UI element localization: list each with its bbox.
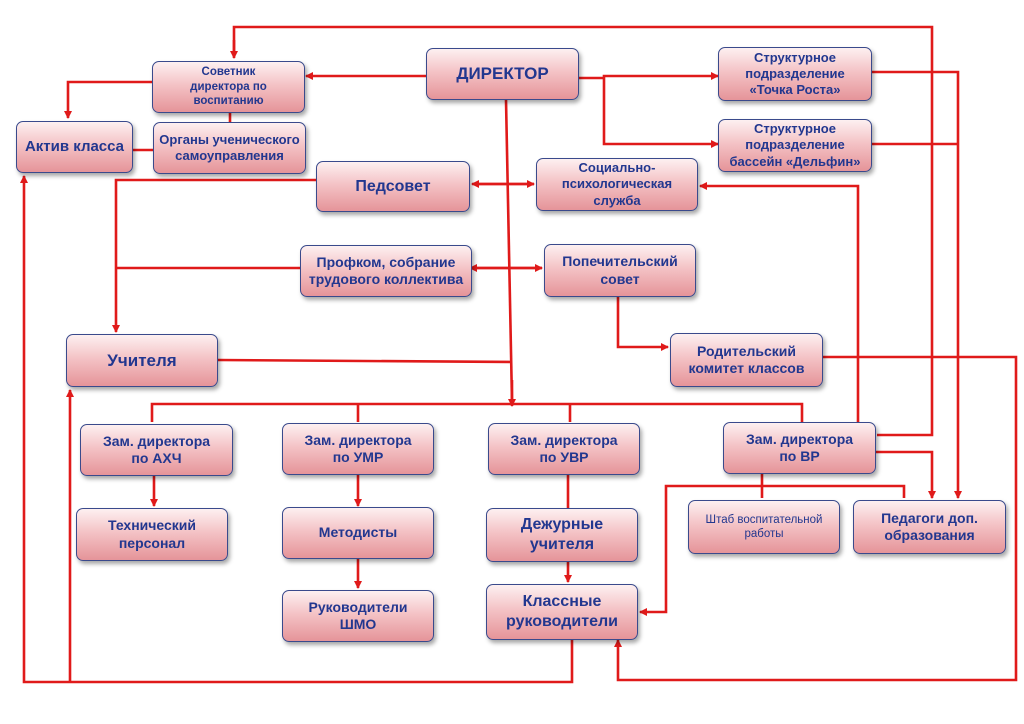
node-zam-ahch: Зам. директора по АХЧ — [80, 424, 233, 476]
node-metod: Методисты — [282, 507, 434, 559]
node-delfin: Структурное подразделение бассейн «Дельф… — [718, 119, 872, 172]
node-pedsovet: Педсовет — [316, 161, 470, 212]
node-shtab: Штаб воспитательной работы — [688, 500, 840, 554]
node-popech: Попечительский совет — [544, 244, 696, 297]
node-klass: Классные руководители — [486, 584, 638, 640]
node-zam-vr: Зам. директора по ВР — [723, 422, 876, 474]
node-pedagogi: Педагоги доп. образования — [853, 500, 1006, 554]
connector-klass-bottom — [20, 175, 574, 684]
node-director: ДИРЕКТОР — [426, 48, 579, 100]
connector-popech-roditel — [616, 297, 669, 351]
node-shmo: Руководители ШМО — [282, 590, 434, 642]
connector-zam-bar — [150, 402, 804, 422]
node-social: Социально- психологическая служба — [536, 158, 698, 211]
connector-vr-klass — [639, 484, 906, 616]
connector-director-delfin — [602, 78, 719, 148]
connector-vr-social — [699, 182, 860, 422]
node-tech: Технический персонал — [76, 508, 228, 561]
node-roditel: Родительский комитет классов — [670, 333, 823, 387]
node-aktiv: Актив класса — [16, 121, 133, 173]
node-zam-uvr: Зам. директора по УВР — [488, 423, 640, 475]
connector-uchitelya-trunk — [217, 358, 513, 364]
node-zam-umr: Зам. директора по УМР — [282, 423, 434, 475]
node-tochka: Структурное подразделение «Точка Роста» — [718, 47, 872, 101]
node-advisor: Советник директора по воспитанию — [152, 61, 305, 113]
connector-advisor-aktiv — [64, 80, 152, 119]
connector-director-tochka — [602, 72, 719, 80]
connector-pedsovet-uchitelya — [112, 178, 316, 333]
connector-director-trunk — [504, 99, 514, 403]
node-dezhur: Дежурные учителя — [486, 508, 638, 562]
node-profkom: Профком, собрание трудового коллектива — [300, 245, 472, 297]
connector-vr-pedagogi — [876, 450, 936, 499]
connector-top-loop — [232, 25, 934, 437]
connector-roditel-right — [614, 355, 1018, 682]
node-uchitelya: Учителя — [66, 334, 218, 387]
node-organy: Органы ученического самоуправления — [153, 122, 306, 174]
